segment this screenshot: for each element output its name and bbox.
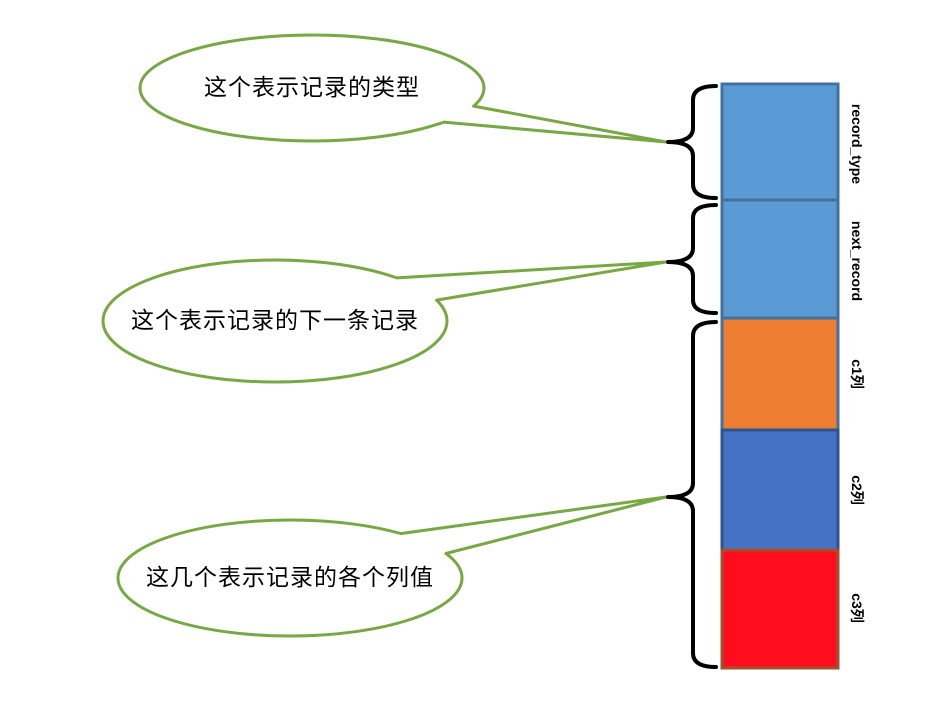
callout-bubble	[116, 518, 464, 638]
callout-text: 这个表示记录的类型	[204, 75, 420, 101]
callout-text: 这几个表示记录的各个列值	[146, 565, 434, 591]
block-label-next-record: next_record	[849, 221, 865, 301]
callout-record-type: 这个表示记录的类型	[138, 33, 668, 144]
brace-next-record	[666, 203, 718, 315]
block-c3	[720, 548, 840, 670]
block-record-type	[720, 82, 840, 202]
callout-next-record: 这个表示记录的下一条记录	[101, 258, 668, 384]
brace-record-type	[666, 84, 718, 200]
record-blocks	[720, 82, 840, 670]
callout-bubble	[138, 33, 486, 143]
callout-text: 这个表示记录的下一条记录	[131, 308, 419, 334]
callout-bubble	[101, 258, 449, 384]
block-label-c1: c1列	[849, 359, 865, 389]
brace-column-values	[666, 320, 718, 669]
block-labels: record_type next_record c1列 c2列 c3列	[849, 104, 865, 623]
block-c2	[720, 428, 840, 552]
block-label-c2: c2列	[849, 475, 865, 505]
callout-tail-fill	[393, 497, 666, 555]
block-label-c3: c3列	[849, 593, 865, 623]
block-c1	[720, 316, 840, 432]
block-next-record	[720, 198, 840, 320]
block-label-record-type: record_type	[849, 104, 865, 184]
callout-column-values: 这几个表示记录的各个列值	[116, 495, 668, 638]
callout-tail-fill	[389, 262, 666, 302]
